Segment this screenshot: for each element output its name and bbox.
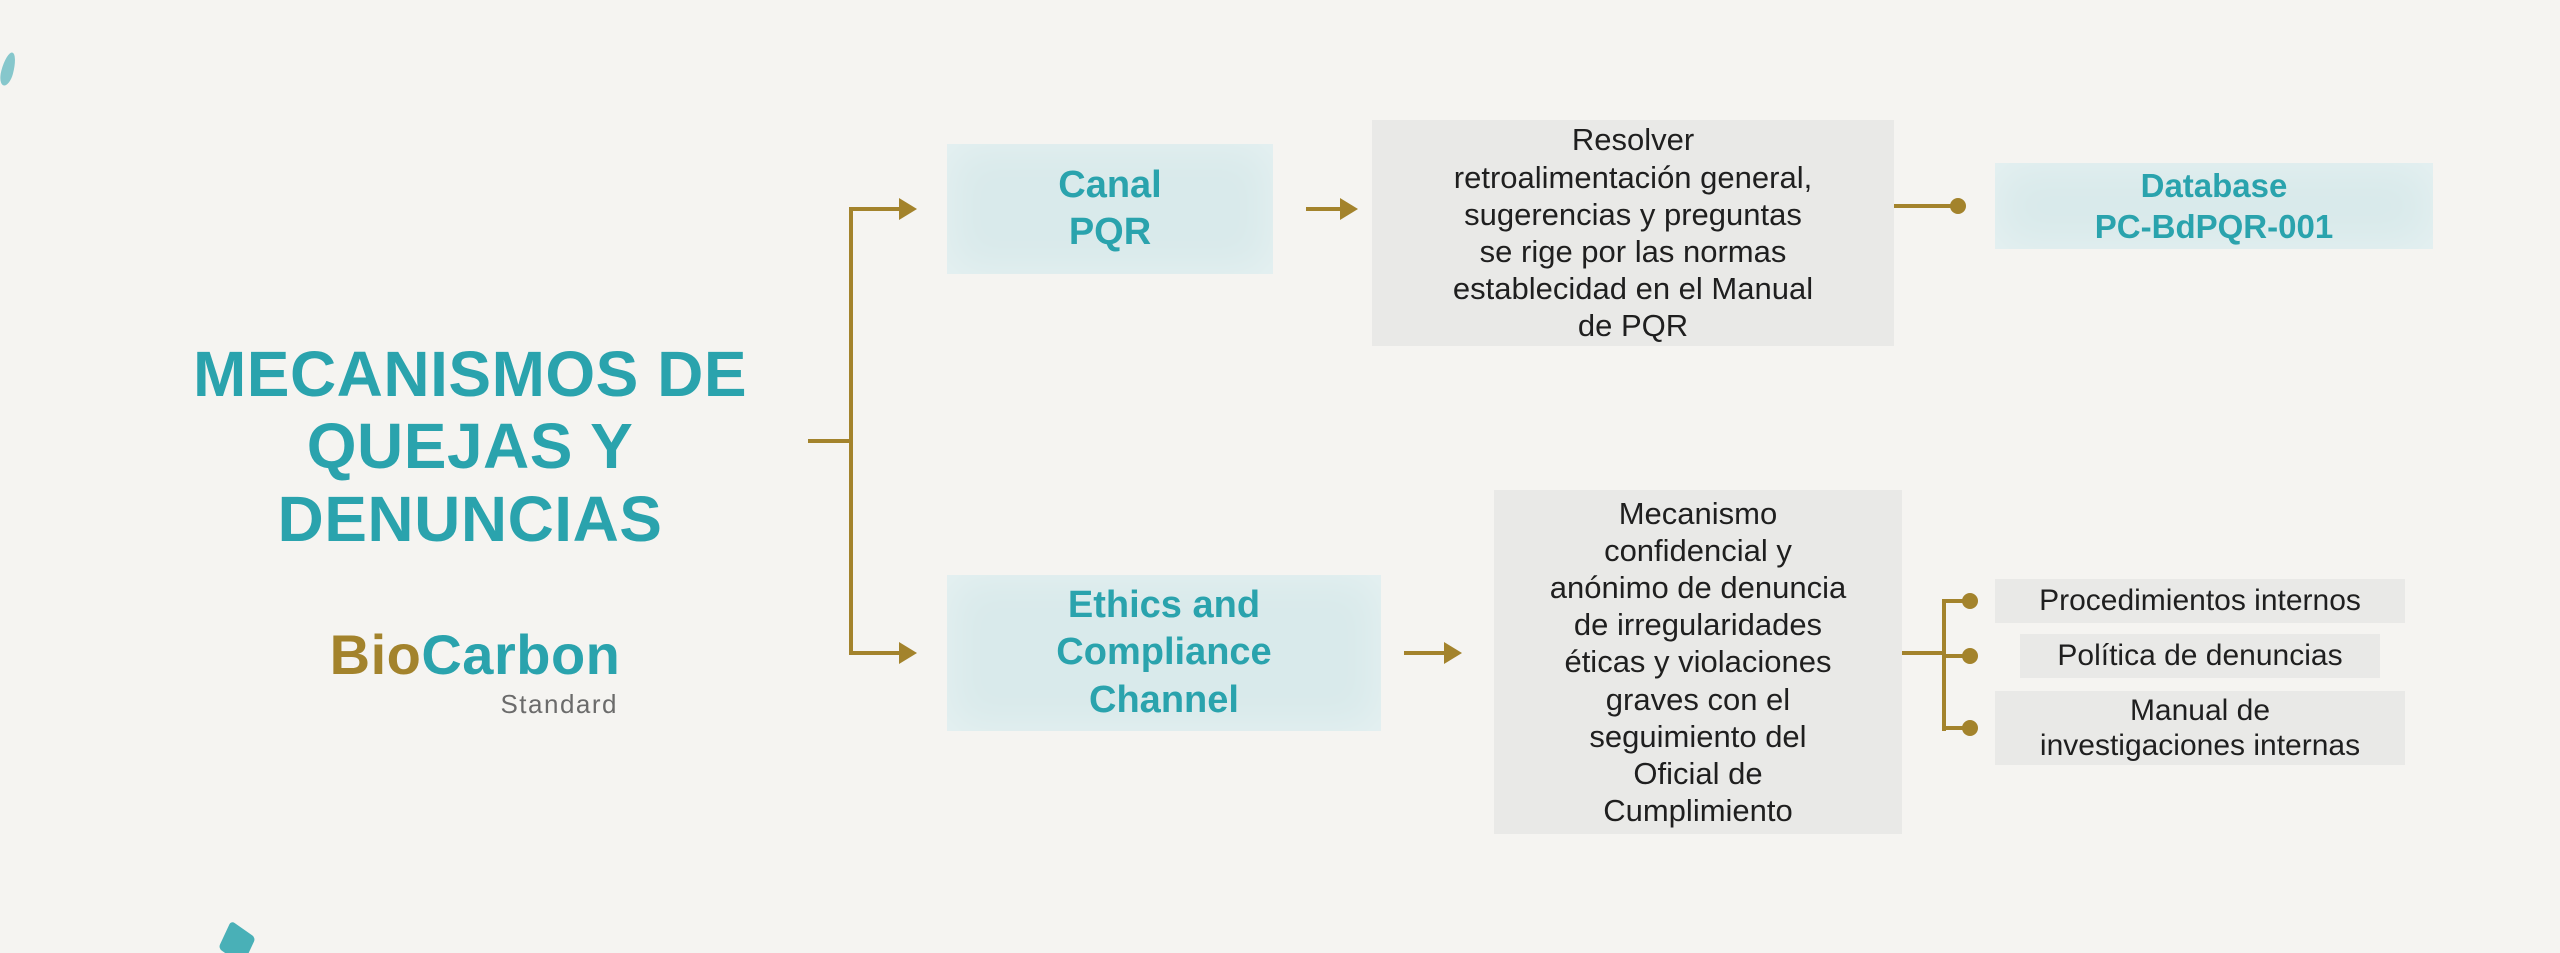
- connector-ethics-description: [1404, 651, 1446, 655]
- ethics-channel-label: Ethics and Compliance Channel: [1056, 583, 1272, 721]
- connector-trunk: [849, 207, 853, 655]
- database-box: Database PC-BdPQR-001: [1995, 163, 2433, 249]
- arrowhead-pqr-icon: [899, 198, 917, 220]
- ethics-description-box: Mecanismo confidencial y anónimo de denu…: [1494, 490, 1902, 834]
- logo-standard-text: Standard: [500, 689, 618, 719]
- connector-documents-spine: [1942, 599, 1946, 731]
- pqr-channel-label: Canal PQR: [1058, 163, 1162, 254]
- connector-description-database: [1894, 204, 1956, 208]
- connector-arm-ethics: [849, 651, 901, 655]
- database-label: Database PC-BdPQR-001: [2094, 166, 2334, 245]
- ethics-description-text: Mecanismo confidencial y anónimo de denu…: [1549, 495, 1847, 829]
- document-item: Manual de investigaciones internas: [1995, 691, 2405, 765]
- document-label: Manual de investigaciones internas: [2039, 693, 2361, 762]
- decorative-mark: [0, 51, 19, 87]
- biocarbon-logo-wordmark: BioCarbon: [280, 622, 670, 687]
- pqr-description-text: Resolver retroalimentación general, suge…: [1452, 122, 1814, 344]
- connector-arm-pqr: [849, 207, 901, 211]
- connector-document-2: [1942, 654, 1966, 658]
- ethics-channel-box: Ethics and Compliance Channel: [947, 575, 1381, 731]
- connector-dot-document-3: [1962, 720, 1978, 736]
- connector-documents-stem: [1902, 651, 1946, 655]
- connector-pqr-description: [1306, 207, 1342, 211]
- connector-document-3: [1942, 726, 1966, 730]
- document-item: Procedimientos internos: [1995, 579, 2405, 623]
- document-label: Política de denuncias: [2057, 639, 2343, 673]
- decorative-mark: [218, 920, 256, 953]
- biocarbon-logo: BioCarbon Standard: [280, 622, 670, 720]
- pqr-description-box: Resolver retroalimentación general, suge…: [1372, 120, 1894, 346]
- pqr-channel-box: Canal PQR: [947, 144, 1273, 274]
- diagram-title: MECANISMOS DE QUEJAS Y DENUNCIAS: [192, 338, 748, 555]
- connector-dot-database: [1950, 198, 1966, 214]
- logo-bio-text: Bio: [329, 623, 422, 686]
- connector-dot-document-1: [1962, 593, 1978, 609]
- document-label: Procedimientos internos: [2039, 584, 2361, 618]
- arrowhead-pqr-description-icon: [1340, 198, 1358, 220]
- connector-title-stub: [808, 439, 853, 443]
- arrowhead-ethics-icon: [899, 642, 917, 664]
- logo-carbon-text: Carbon: [421, 623, 621, 686]
- connector-dot-document-2: [1962, 648, 1978, 664]
- connector-document-1: [1942, 599, 1966, 603]
- arrowhead-ethics-description-icon: [1444, 642, 1462, 664]
- document-item: Política de denuncias: [2020, 634, 2380, 678]
